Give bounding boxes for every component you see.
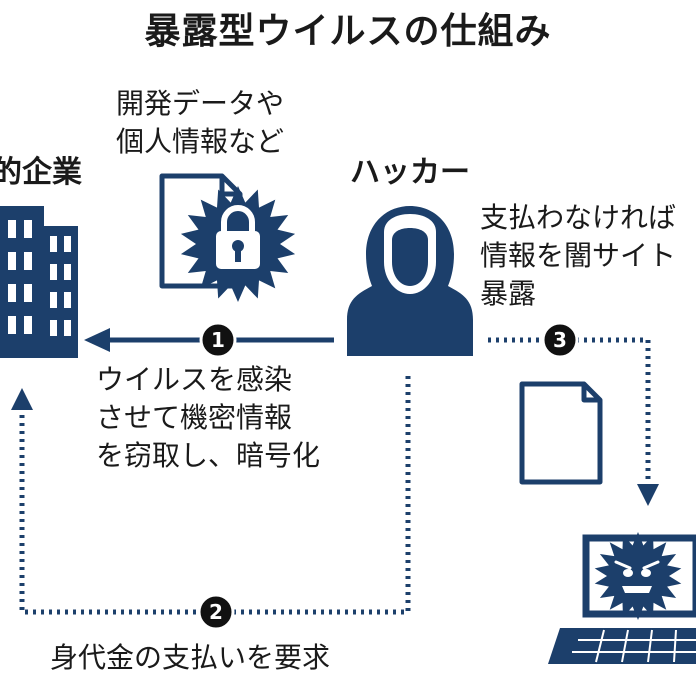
laptop-virus-icon bbox=[548, 532, 696, 664]
step2-text: 身代金の支払いを要求 bbox=[50, 641, 331, 674]
locked-document-icon bbox=[159, 173, 296, 302]
step3-text-line3: 暴露 bbox=[480, 277, 537, 310]
step1-badge: 1 bbox=[199, 321, 237, 359]
step3-text-line2: 情報を闇サイト bbox=[480, 239, 677, 272]
step3-number: 3 bbox=[553, 328, 567, 352]
step2-number: 2 bbox=[209, 600, 223, 624]
data-label-line2: 個人情報など bbox=[116, 125, 285, 158]
step3-text-line1: 支払わなければ bbox=[480, 201, 677, 234]
hacker-icon bbox=[347, 206, 473, 356]
building-icon bbox=[0, 206, 78, 358]
step2-badge: 2 bbox=[197, 593, 235, 631]
step1-text-line2: させて機密情報 bbox=[96, 401, 293, 434]
step1-text-line1: ウイルスを感染 bbox=[96, 363, 293, 396]
hacker-label: ハッカー bbox=[350, 155, 470, 190]
document-icon bbox=[519, 381, 603, 485]
step1-text-line3: を窃取し、暗号化 bbox=[96, 439, 321, 472]
company-label: 的企業 bbox=[0, 155, 82, 190]
arrow-step2 bbox=[11, 376, 411, 615]
page-title: 暴露型ウイルスの仕組み bbox=[144, 11, 552, 52]
step1-number: 1 bbox=[211, 328, 225, 352]
data-label-line1: 開発データや bbox=[116, 87, 285, 120]
step3-badge: 3 bbox=[541, 321, 579, 359]
arrow-step3 bbox=[488, 337, 659, 506]
